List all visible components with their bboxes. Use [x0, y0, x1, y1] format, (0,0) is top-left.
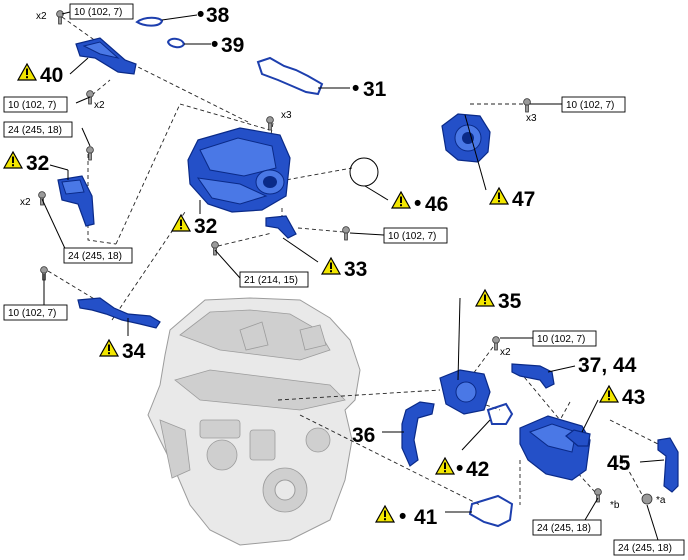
torque-box-10: 24 (245, 18)	[532, 519, 602, 536]
caution-triangle-icon-32b	[171, 214, 191, 232]
svg-text:24 (245, 18): 24 (245, 18)	[8, 125, 62, 136]
callout-43: 43	[622, 386, 645, 409]
callout-32b: 32	[194, 215, 217, 238]
callout-33: 33	[344, 258, 367, 281]
part-32-intake-manifold	[187, 127, 291, 213]
callout-numbers: • 38 • 39 • 31 40 • 46 32 32 47 33 34 35…	[3, 3, 645, 529]
callout-31: 31	[363, 78, 387, 101]
svg-text:10 (102, 7): 10 (102, 7)	[8, 100, 56, 111]
part-38-gasket	[135, 16, 164, 27]
callout-36: 36	[352, 424, 375, 447]
part-39-oring	[166, 37, 186, 49]
svg-text:x3: x3	[281, 110, 292, 121]
callout-38: 38	[206, 4, 230, 27]
torque-box-2: 10 (102, 7)	[3, 96, 68, 113]
part-42-gasket	[486, 402, 514, 425]
torque-specifications: 10 (102, 7) 10 (102, 7) 24 (245, 18) 24 …	[3, 3, 685, 556]
svg-text:*b: *b	[610, 500, 620, 511]
part-33-bracket	[265, 215, 297, 239]
callout-40: 40	[40, 64, 63, 87]
callout-47: 47	[512, 188, 535, 211]
callout-32a: 32	[26, 152, 49, 175]
caution-triangle-icon-32a	[3, 151, 23, 169]
part-46-oring	[349, 157, 379, 187]
caution-triangle-icon-46	[391, 191, 411, 209]
part-40-bracket	[75, 37, 137, 75]
caution-triangle-icon-41	[375, 505, 395, 523]
svg-text:10 (102, 7): 10 (102, 7)	[537, 334, 585, 345]
svg-text:x2: x2	[36, 11, 47, 22]
bullet-42: •	[456, 457, 463, 480]
svg-text:10 (102, 7): 10 (102, 7)	[566, 100, 614, 111]
svg-text:x2: x2	[94, 100, 105, 111]
bullet-46: •	[414, 192, 421, 215]
dashed-guide-lines	[47, 16, 661, 506]
part-35-egr-valve	[439, 369, 491, 415]
torque-box-6: 21 (214, 15)	[239, 271, 309, 288]
bullet-39: •	[211, 33, 218, 56]
caution-triangle-icon-43	[599, 385, 619, 403]
caution-triangle-icon-42	[435, 457, 455, 475]
part-31-gasket	[256, 56, 324, 96]
part-43-egr-cooler	[519, 415, 591, 481]
part-37-44-hose	[511, 363, 555, 389]
svg-text:*a: *a	[656, 495, 666, 506]
torque-box-1: 10 (102, 7)	[69, 3, 134, 20]
torque-box-5: 10 (102, 7)	[383, 227, 448, 244]
torque-box-4: 24 (245, 18)	[63, 247, 133, 264]
svg-text:21 (214, 15): 21 (214, 15)	[244, 275, 298, 286]
callout-leaders	[41, 11, 665, 541]
callout-39: 39	[221, 34, 244, 57]
torque-box-7: 10 (102, 7)	[3, 304, 68, 321]
part-36-hose	[401, 401, 435, 467]
torque-box-11: 24 (245, 18)	[613, 539, 685, 556]
blue-parts	[57, 16, 679, 528]
caution-triangle-icon-34	[99, 339, 119, 357]
bullet-38: •	[197, 3, 204, 26]
part-41-gasket	[468, 494, 514, 528]
callout-46: 46	[425, 193, 448, 216]
torque-box-8: 10 (102, 7)	[561, 96, 626, 113]
bullet-41: •	[399, 505, 406, 528]
svg-text:24 (245, 18): 24 (245, 18)	[68, 251, 122, 262]
callout-34: 34	[122, 340, 146, 363]
part-45-hose	[657, 437, 679, 493]
svg-text:24 (245, 18): 24 (245, 18)	[618, 543, 672, 554]
callout-37-44: 37, 44	[578, 354, 637, 377]
svg-text:x2: x2	[20, 197, 31, 208]
caution-triangle-icon-47	[489, 187, 509, 205]
bullet-31: •	[352, 77, 359, 100]
quantity-labels: x2 x2 x3 x2 x3 x2 *b *a	[20, 11, 666, 511]
part-34-hose	[77, 297, 161, 329]
torque-box-9: 10 (102, 7)	[532, 330, 597, 347]
callout-41: 41	[414, 506, 438, 529]
caution-triangle-icon-40	[17, 63, 37, 81]
svg-text:10 (102, 7): 10 (102, 7)	[8, 308, 56, 319]
svg-text:10 (102, 7): 10 (102, 7)	[74, 7, 122, 18]
callout-45: 45	[607, 452, 631, 475]
torque-box-3: 24 (245, 18)	[3, 121, 73, 138]
part-47-throttle-body	[441, 113, 491, 163]
caution-triangle-icon-35	[475, 289, 495, 307]
callout-35: 35	[498, 290, 522, 313]
svg-text:x2: x2	[500, 347, 511, 358]
bolts	[38, 10, 653, 505]
svg-text:10 (102, 7): 10 (102, 7)	[388, 231, 436, 242]
svg-text:24 (245, 18): 24 (245, 18)	[537, 523, 591, 534]
caution-triangle-icon-33	[321, 257, 341, 275]
callout-42: 42	[466, 458, 489, 481]
svg-text:x3: x3	[526, 113, 537, 124]
engine-assembly	[147, 297, 361, 546]
